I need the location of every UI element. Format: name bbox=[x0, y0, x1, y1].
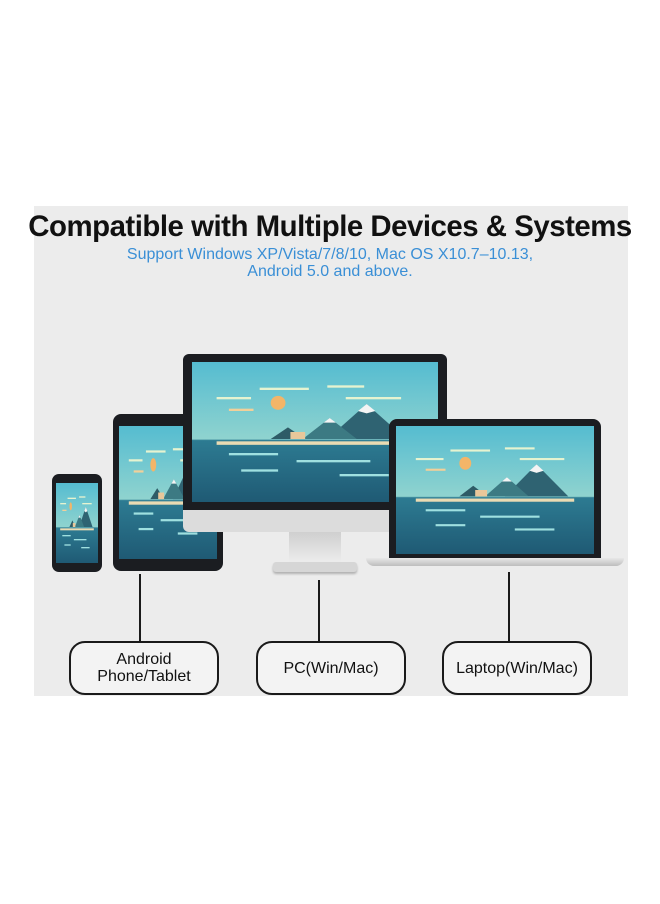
monitor-base bbox=[273, 562, 357, 572]
connector-line-android bbox=[139, 574, 141, 642]
phone-screen bbox=[56, 483, 98, 563]
page-title: Compatible with Multiple Devices & Syste… bbox=[28, 210, 632, 243]
connector-line-laptop bbox=[508, 572, 510, 642]
laptop-screen bbox=[396, 426, 594, 554]
phone-device bbox=[52, 474, 102, 572]
label-pc: PC(Win/Mac) bbox=[256, 641, 406, 695]
label-pc-text: PC(Win/Mac) bbox=[283, 659, 379, 677]
subtitle-line-2: Android 5.0 and above. bbox=[247, 263, 413, 280]
laptop-device bbox=[366, 419, 624, 569]
subtitle-line-1: Support Windows XP/Vista/7/8/10, Mac OS … bbox=[126, 246, 534, 263]
connector-line-pc bbox=[318, 580, 320, 642]
laptop-base bbox=[366, 558, 624, 566]
label-laptop: Laptop(Win/Mac) bbox=[442, 641, 592, 695]
label-laptop-text: Laptop(Win/Mac) bbox=[456, 659, 578, 677]
label-android-text: Android Phone/Tablet bbox=[97, 651, 191, 685]
monitor-stand bbox=[289, 532, 341, 564]
label-android: Android Phone/Tablet bbox=[69, 641, 219, 695]
page-subtitle: Support Windows XP/Vista/7/8/10, Mac OS … bbox=[80, 246, 580, 280]
